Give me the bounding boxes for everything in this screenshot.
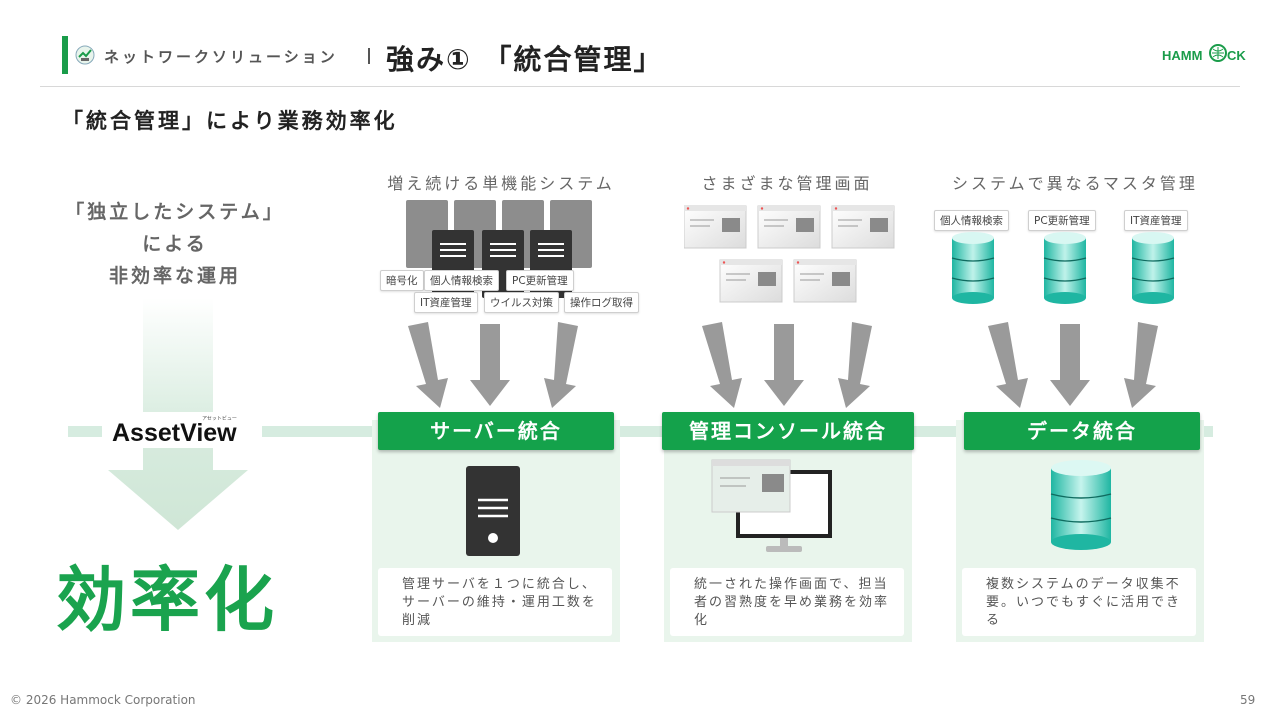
network-icon <box>75 45 95 65</box>
col1-down-arrows-icon <box>408 322 578 408</box>
col3-title: システムで異なるマスタ管理 <box>952 174 1198 193</box>
section-label: ネットワークソリューション <box>104 48 338 66</box>
svg-text:HAMM: HAMM <box>1162 48 1202 63</box>
server-integration-description: 管理サーバを１つに統合し、サーバーの維持・運用工数を削減 <box>378 568 612 636</box>
tag-operation-log: 操作ログ取得 <box>564 292 639 313</box>
tag-it-asset: IT資産管理 <box>414 292 478 313</box>
header-divider <box>40 86 1240 87</box>
col1-title: 増え続ける単機能システム <box>387 174 615 193</box>
col2-down-arrows-icon <box>702 322 872 408</box>
section-separator <box>368 48 370 64</box>
assetview-kana: アセットビュー <box>202 415 237 422</box>
database-set-icon <box>951 232 1175 304</box>
assetview-text: AssetView <box>112 419 237 447</box>
slide-subtitle: 「統合管理」により業務効率化 <box>62 109 398 133</box>
tag-antivirus: ウイルス対策 <box>484 292 559 313</box>
data-integration-description: 複数システムのデータ収集不要。いつでもすぐに活用できる <box>962 568 1196 636</box>
problem-statement: 「独立したシステム」 による 非効率な運用 <box>40 196 310 292</box>
console-integration-description: 統一された操作画面で、担当者の習熟度を早め業務を効率化 <box>670 568 904 636</box>
database-icon <box>1050 460 1112 550</box>
copyright: © 2026 Hammock Corporation <box>10 693 196 707</box>
tag-pc-update: PC更新管理 <box>506 270 574 291</box>
integration-timeline <box>68 426 1213 437</box>
col2-title: さまざまな管理画面 <box>701 174 873 193</box>
management-screens-icon <box>684 205 895 303</box>
db-tag-it-asset: IT資産管理 <box>1124 210 1188 231</box>
problem-line-1: 「独立したシステム」 <box>65 201 285 223</box>
col3-down-arrows-icon <box>988 322 1158 408</box>
assetview-logo: AssetView アセットビュー <box>102 412 262 448</box>
hammock-logo: HAMM CK <box>1162 44 1246 63</box>
page-number: 59 <box>1240 693 1256 707</box>
svg-text:CK: CK <box>1227 48 1246 63</box>
db-tag-pc-update: PC更新管理 <box>1028 210 1096 231</box>
console-integration-heading: 管理コンソール統合 <box>662 412 914 450</box>
db-tag-personal-search: 個人情報検索 <box>934 210 1009 231</box>
tag-encryption: 暗号化 <box>380 270 424 291</box>
problem-line-2: による <box>142 233 208 255</box>
page-title: 強み① 「統合管理」 <box>386 43 664 76</box>
problem-line-3: 非効率な運用 <box>108 265 241 287</box>
monitor-icon <box>711 459 832 552</box>
efficiency-label: 効率化 <box>56 559 278 641</box>
data-integration-heading: データ統合 <box>964 412 1200 450</box>
tag-personal-search: 個人情報検索 <box>424 270 499 291</box>
server-integration-heading: サーバー統合 <box>378 412 614 450</box>
header-accent-bar <box>62 36 68 74</box>
server-icon <box>466 466 520 556</box>
